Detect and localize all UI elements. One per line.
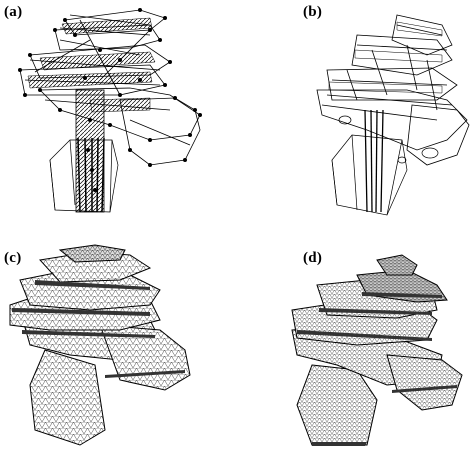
trunk-mesh — [29, 349, 106, 446]
shadow-bands — [297, 292, 457, 446]
panel-d: (d) — [237, 230, 473, 460]
crown-wireframe — [19, 9, 201, 166]
panel-a-wireframe — [18, 8, 202, 213]
shadow-bands — [12, 280, 185, 378]
trunk-mesh — [296, 364, 378, 446]
panel-c-mesh — [9, 244, 191, 446]
crown-wireframe — [316, 14, 470, 166]
panel-a-label: (a) — [4, 4, 23, 20]
small-node-rings — [338, 115, 439, 164]
panel-c-label: (c) — [4, 250, 22, 266]
panel-d-label: (d) — [303, 250, 323, 266]
trunk-wireframe — [331, 109, 408, 216]
panel-b-wireframe — [316, 14, 470, 216]
panel-c: (c) — [0, 230, 236, 460]
crown-mesh — [291, 254, 463, 411]
panel-d-mesh — [291, 254, 463, 446]
panel-a: (a) — [0, 0, 236, 230]
panel-b-label: (b) — [303, 4, 323, 20]
crown-dense-bands — [328, 21, 443, 94]
vertex-nodes — [18, 8, 202, 192]
panel-b: (b) — [237, 0, 473, 230]
crown-dense-bands — [27, 17, 156, 113]
